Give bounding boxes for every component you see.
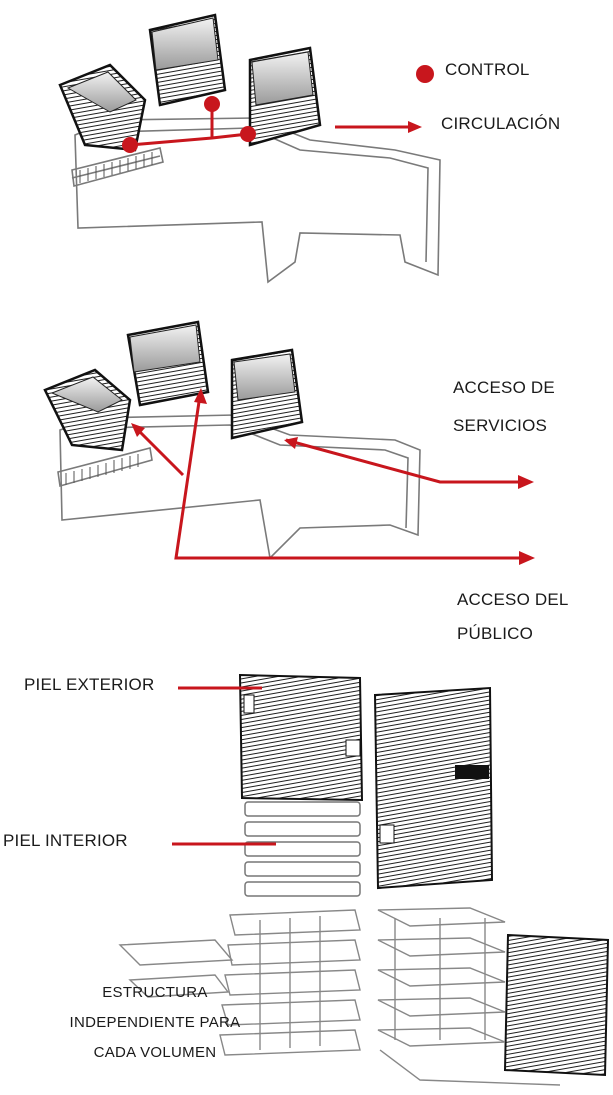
structure-label: ESTRUCTURA INDEPENDIENTE PARA CADA VOLUM… [55,978,255,1068]
outer-skin-cube-far [503,933,610,1077]
exploded-diagram: PIEL EXTERIOR PIEL INTERIOR ESTRUCTURA I… [0,660,613,1095]
service-arrow-head-out [518,475,534,489]
circulation-legend-arrow [335,121,422,133]
volume-center [148,13,227,107]
control-point-1 [122,137,138,153]
public-arrow-head-volume-center [194,388,207,404]
control-point-2 [204,96,220,112]
structure-stack-left [118,939,234,998]
circulation-diagram: CONTROL CIRCULACIÓN [0,0,613,300]
public-arrow-head-volume-left [131,423,145,437]
structure-label-2: INDEPENDIENTE PARA [69,1014,241,1031]
circulation-drawing [58,13,441,284]
service-access-label-2: SERVICIOS [453,416,548,435]
outer-skin-cube-top [238,673,364,802]
structure-label-3: CADA VOLUMEN [93,1044,217,1061]
volume-right-2 [230,348,304,440]
exploded-drawing [118,673,610,1086]
public-arrow-head-out [519,551,535,565]
structure-stack-right [377,907,561,1086]
outer-skin-label: PIEL EXTERIOR [24,675,155,694]
public-access-arrow [134,394,520,560]
outer-skin-cube-right [373,686,494,890]
volume-left-2 [43,368,132,452]
structure-label-1: ESTRUCTURA [102,984,208,1001]
service-access-label-1: ACCESO DE [453,378,555,397]
service-access-arrow [285,438,520,484]
inner-skin-label: PIEL INTERIOR [3,831,128,850]
public-access-label-2: PÚBLICO [457,624,534,643]
control-label: CONTROL [445,60,530,79]
steps-2 [65,454,139,485]
volume-center-2 [126,320,210,407]
public-access-label-1: ACCESO DEL [457,590,569,609]
inner-skin-rings [244,801,361,897]
service-arrow-head-in [284,437,298,449]
circulation-lines [129,104,249,147]
control-point-3 [240,126,256,142]
access-diagram: ACCESO DE SERVICIOS ACCESO DEL PÚBLICO [0,300,613,660]
access-drawing [43,320,535,565]
control-legend-dot [416,65,434,83]
volume-right [248,46,322,147]
steps-1 [79,152,153,183]
volume-left [58,63,147,152]
circulation-label: CIRCULACIÓN [441,114,561,133]
